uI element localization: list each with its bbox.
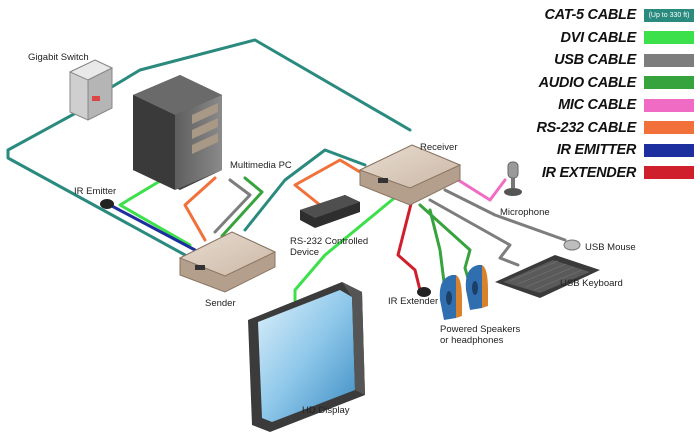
dvi-cable-receiver-to-display xyxy=(293,193,400,302)
keyboard-icon xyxy=(495,255,600,298)
usb-cable-receiver-to-keyboard xyxy=(428,198,520,267)
desktop-tower-icon xyxy=(133,75,222,190)
legend-swatch xyxy=(644,31,694,45)
legend-swatch xyxy=(644,121,694,135)
receiver-box-icon xyxy=(358,144,462,206)
legend-item-label: CAT-5 CABLE xyxy=(544,7,637,24)
cable-legend: CAT-5 CABLE (Up to 330 ft) DVI CABLE USB CA… xyxy=(444,4,694,184)
legend-item-label: MIC CABLE xyxy=(558,97,636,114)
rs232-cable-receiver-to-device xyxy=(293,158,362,207)
legend-item-label: DVI CABLE xyxy=(560,29,637,46)
legend-item: USB CABLE xyxy=(444,49,694,72)
legend-item-label: AUDIO CABLE xyxy=(538,74,637,91)
hd-display-label: HD Display xyxy=(302,405,350,416)
rs232-device-label-1: RS-232 Controlled xyxy=(290,236,369,247)
speakers-label-2: or headphones xyxy=(440,335,504,346)
audio-cable-pc-to-sender xyxy=(220,176,264,238)
legend-swatch xyxy=(644,98,694,112)
legend-swatch: (Up to 330 ft) xyxy=(644,8,694,22)
legend-swatch xyxy=(644,143,694,157)
rs232-device-label-2: Device xyxy=(290,247,320,258)
legend-item-note: (Up to 330 ft) xyxy=(648,11,690,19)
multimedia-pc-label: Multimedia PC xyxy=(230,160,292,171)
speakers-label-1: Powered Speakers xyxy=(440,324,521,335)
sender-box-icon xyxy=(178,231,277,293)
legend-item: DVI CABLE xyxy=(444,27,694,50)
legend-item-label: IR EMITTER xyxy=(556,142,636,159)
ir-emitter-label: IR Emitter xyxy=(74,186,117,197)
legend-item: MIC CABLE xyxy=(444,94,694,117)
legend-item: AUDIO CABLE xyxy=(444,72,694,95)
ir-extender-cable xyxy=(396,198,422,292)
legend-item: IR EMITTER xyxy=(444,139,694,162)
mouse-icon xyxy=(563,239,581,251)
ir-emitter-cable xyxy=(108,203,197,252)
ir-extender-label: IR Extender xyxy=(388,296,439,307)
legend-item: CAT-5 CABLE (Up to 330 ft) xyxy=(444,4,694,27)
usb-keyboard-label: USB Keyboard xyxy=(560,278,623,289)
legend-swatch xyxy=(644,53,694,67)
gigabit-switch-label: Gigabit Switch xyxy=(28,52,89,63)
usb-mouse-label: USB Mouse xyxy=(585,242,636,253)
receiver-label: Receiver xyxy=(420,142,458,153)
cat5-cable-receiver-to-sender xyxy=(243,148,367,232)
legend-swatch xyxy=(644,166,694,180)
usb-cable-pc-to-sender xyxy=(213,178,252,234)
cat5-cable-switch-to-receiver xyxy=(108,38,412,132)
monitor-icon xyxy=(248,282,365,432)
network-switch-icon xyxy=(68,59,114,121)
rs232-cable-pc-to-sender xyxy=(183,176,217,242)
speaker-icon xyxy=(439,265,488,320)
ir-extender-icon xyxy=(417,287,431,297)
legend-item-label: RS-232 CABLE xyxy=(536,119,636,136)
ir-emitter-icon xyxy=(100,199,114,209)
microphone-icon xyxy=(504,161,522,196)
sender-label: Sender xyxy=(205,298,236,309)
legend-item-label: USB CABLE xyxy=(554,52,636,69)
audio-cable-speaker-2 xyxy=(428,208,447,292)
cables xyxy=(6,38,567,302)
usb-cable-receiver-to-mouse xyxy=(443,188,567,242)
microphone-label: Microphone xyxy=(500,207,550,218)
mic-cable xyxy=(453,176,507,202)
dvi-cable-pc-to-sender xyxy=(118,170,192,247)
serial-device-icon xyxy=(300,195,360,228)
legend-item: RS-232 CABLE xyxy=(444,117,694,140)
legend-item: IR EXTENDER xyxy=(444,162,694,185)
legend-item-label: IR EXTENDER xyxy=(541,164,636,181)
legend-swatch xyxy=(644,76,694,90)
